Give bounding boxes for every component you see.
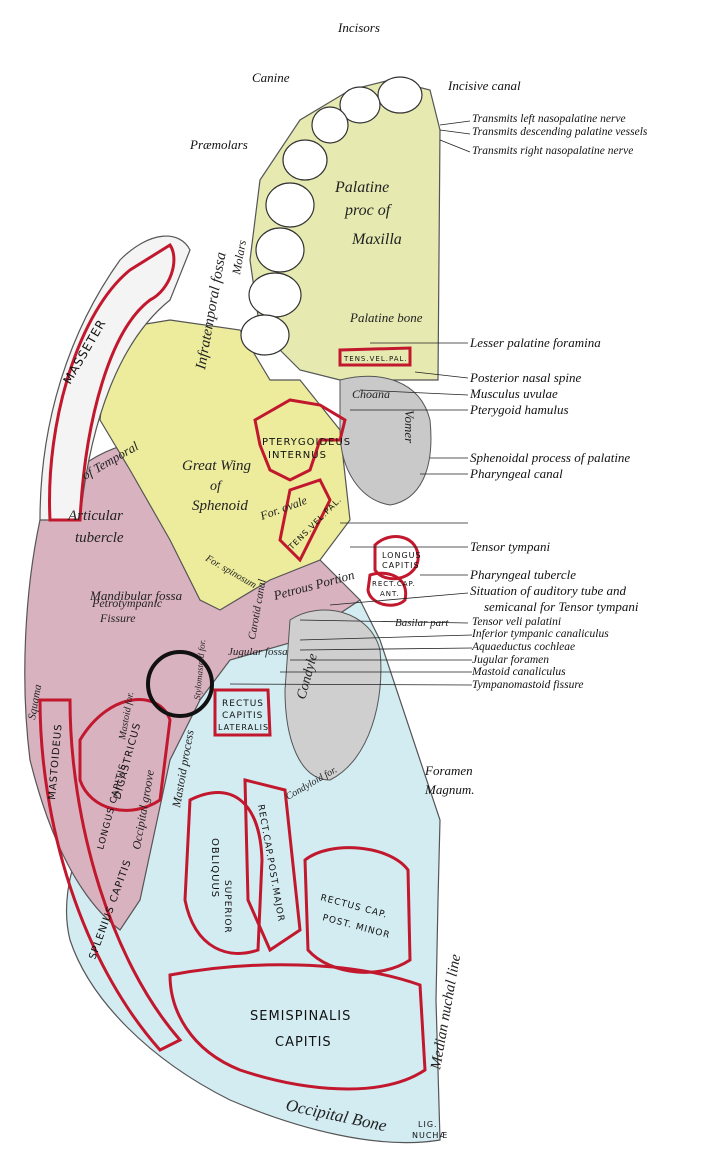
digastricus-outline xyxy=(78,698,172,812)
label-auditory-tube-2: semicanal for Tensor tympani xyxy=(484,599,639,614)
internal-label-proc-of: proc of xyxy=(344,202,393,219)
tooth xyxy=(377,76,423,114)
internal-label-palatine-bone: Palatine bone xyxy=(349,310,423,325)
internal-label-sphenoid: Sphenoid xyxy=(192,498,248,514)
pterygoid-outline xyxy=(253,398,347,482)
obliquus-outline xyxy=(183,791,264,955)
label-right-nasopalatine: Transmits right nasopalatine nerve xyxy=(472,145,634,157)
internal-label-fissure: Fissure xyxy=(99,611,136,625)
muscle-outlines xyxy=(38,242,427,1091)
label-musculus-uvulae: Musculus uvulae xyxy=(470,386,558,401)
internal-label-choana: Choana xyxy=(352,387,390,401)
muscle-label-pterygoideus-2: INTERNUS xyxy=(268,450,327,461)
muscle-label-semispinalis-1: SEMISPINALIS xyxy=(250,1009,351,1024)
rect-cap-ant-outline xyxy=(366,571,408,607)
rectus-minor-outline xyxy=(303,846,412,974)
tens-vel-pal-outline xyxy=(338,346,412,367)
muscle-label-rectus-lat-1: RECTUS xyxy=(222,699,264,709)
mastoideus-outline xyxy=(38,698,183,1052)
label-inferior-tympanic: Inferior tympanic canaliculus xyxy=(472,628,609,640)
label-sphenoidal-process: Sphenoidal process of palatine xyxy=(470,450,631,465)
rectus-lateralis-outline xyxy=(213,688,272,737)
label-tensor-tympani: Tensor tympani xyxy=(470,539,551,554)
teeth xyxy=(240,76,423,356)
label-posterior-nasal-spine: Posterior nasal spine xyxy=(470,370,582,385)
semispinalis-outline xyxy=(168,963,427,1091)
muscle-label-obliquus-1: OBLIQUUS xyxy=(209,838,220,898)
label-foramen: Foramen xyxy=(425,763,473,778)
muscle-label-longus-capitis-1: LONGUS xyxy=(382,551,422,560)
muscle-label-pterygoideus-1: PTERYGOIDEUS xyxy=(262,437,351,448)
occipital-condyle xyxy=(284,609,382,781)
tooth xyxy=(248,272,302,318)
tooth xyxy=(265,182,315,228)
label-incisors: Incisors xyxy=(338,20,380,35)
internal-label-articular: Articular xyxy=(67,508,123,524)
label-magnum: Magnum. xyxy=(425,782,475,797)
muscle-label-rect-cap-ant-2: ANT. xyxy=(380,590,400,598)
stylomastoid-circle xyxy=(146,650,214,718)
internal-label-of: of xyxy=(210,479,223,494)
vomer-region xyxy=(339,375,432,506)
label-tensor-veli-palatini: Tensor veli palatini xyxy=(472,616,562,628)
muscle-label-obliquus-2: SUPERIOR xyxy=(222,880,232,934)
muscle-label-rect-cap-ant-1: RECT.CAP. xyxy=(372,580,416,588)
internal-label-petrotympanic: Petrotympanic xyxy=(91,596,163,610)
label-pharyngeal-canal: Pharyngeal canal xyxy=(470,466,563,481)
internal-label-basilar-part: Basilar part xyxy=(395,617,449,629)
internal-label-mandibular-fossa: Mandibular fossa xyxy=(89,588,183,603)
muscle-label-tens-vel-pal: TENS.VEL.PAL. xyxy=(343,355,408,363)
muscle-label-lig-nuchae-1: LIG. xyxy=(418,1120,438,1129)
internal-label-vomer: Vomer xyxy=(402,410,417,444)
muscle-label-lig-nuchae-2: NUCHÆ xyxy=(412,1131,448,1140)
label-incisive-canal: Incisive canal xyxy=(448,78,521,93)
label-aquaeductus-cochleae: Aquaeductus cochleae xyxy=(472,641,576,653)
muscle-label-semispinalis-2: CAPITIS xyxy=(275,1035,332,1050)
internal-label-maxilla: Maxilla xyxy=(351,231,402,248)
label-praemolars: Præmolars xyxy=(190,137,248,152)
leader-lines xyxy=(229,120,473,686)
label-canine: Canine xyxy=(252,70,290,85)
label-pterygoid-hamulus: Pterygoid hamulus xyxy=(470,402,569,417)
muscle-label-longus-capitis-2: CAPITIS xyxy=(382,561,420,570)
longus-capitis-outline xyxy=(373,535,420,581)
label-lesser-palatine-foramina: Lesser palatine foramina xyxy=(470,335,601,350)
tooth xyxy=(311,106,349,144)
tooth xyxy=(339,86,381,124)
masseter-outline xyxy=(48,242,176,522)
label-auditory-tube-1: Situation of auditory tube and xyxy=(470,583,626,598)
internal-label-great-wing: Great Wing xyxy=(182,458,252,474)
muscle-label-rectus-lat-2: CAPITIS xyxy=(222,711,263,721)
zygomatic-arch xyxy=(39,235,191,521)
internal-label-molars: Molars xyxy=(229,239,249,277)
label-pharyngeal-tubercle: Pharyngeal tubercle xyxy=(470,567,577,582)
internal-label-jugular-fossa: Jugular fossa xyxy=(228,646,288,658)
muscle-label-rectus-lat-3: LATERALIS xyxy=(218,723,269,732)
internal-label-tubercle: tubercle xyxy=(75,530,124,546)
tooth xyxy=(240,314,290,356)
rect-major-outline xyxy=(243,778,302,953)
label-descending-palatine: Transmits descending palatine vessels xyxy=(472,126,648,138)
tooth xyxy=(255,227,305,273)
tooth xyxy=(282,139,328,181)
label-left-nasopalatine: Transmits left nasopalatine nerve xyxy=(472,113,626,125)
label-jugular-foramen: Jugular foramen xyxy=(472,654,549,666)
internal-label-palatine: Palatine xyxy=(334,179,389,196)
label-mastoid-canaliculus: Mastoid canaliculus xyxy=(472,666,566,678)
tens-vel-pal-2-outline xyxy=(278,478,332,563)
label-tympanomastoid-fissure: Tympanomastoid fissure xyxy=(472,679,584,691)
